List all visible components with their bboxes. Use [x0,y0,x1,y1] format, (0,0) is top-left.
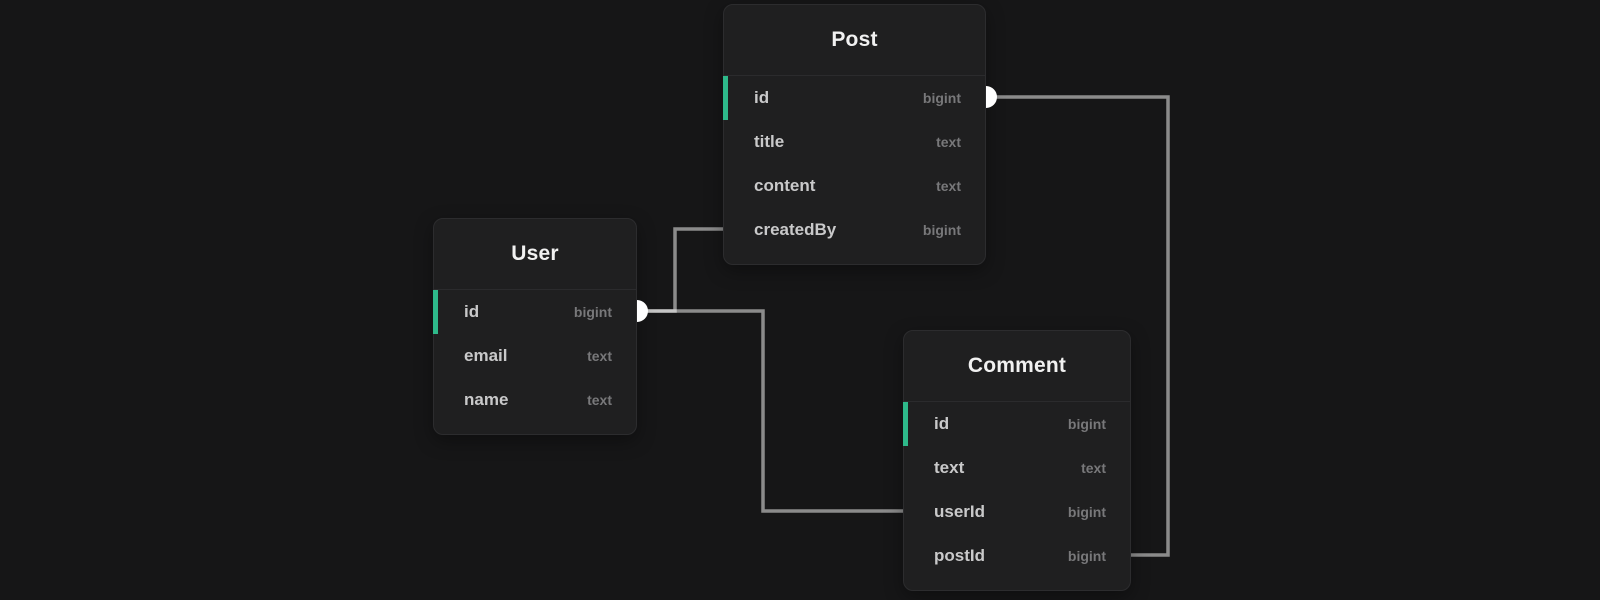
table-row-post-createdby[interactable]: createdBy bigint [724,208,985,252]
column-name: id [934,414,950,433]
column-name: text [934,458,965,477]
connection-handle-post-id[interactable] [986,86,997,108]
column-name: email [464,346,508,365]
connection-handle-user-id[interactable] [637,300,648,322]
table-row-post-id[interactable]: id bigint [723,76,985,120]
column-type: bigint [573,304,612,320]
table-card-post[interactable]: Post id bigint title text content text createdB… [723,4,986,265]
column-name: id [754,88,770,107]
table-row-comment-postid[interactable]: postId bigint [904,534,1130,578]
column-name: id [464,302,480,321]
table-row-post-title[interactable]: title text [724,120,985,164]
column-type: text [587,392,612,408]
column-type: text [936,134,961,150]
table-title: Comment [967,354,1067,377]
table-header-user[interactable]: User [434,219,636,290]
column-name: userId [934,502,986,521]
primary-key-indicator [903,402,908,446]
column-type: text [936,178,961,194]
relation-edge-post-id-comment-postid[interactable] [984,95,1170,557]
column-type: text [1081,460,1106,476]
relation-edge-user-id-post-createdby[interactable] [635,227,724,313]
table-header-comment[interactable]: Comment [904,331,1130,402]
column-name: title [754,132,785,151]
column-type: text [587,348,612,364]
table-row-user-name[interactable]: name text [434,378,636,422]
table-row-comment-text[interactable]: text text [904,446,1130,490]
primary-key-indicator [433,290,438,334]
table-title: Post [831,28,878,51]
table-rows: id bigint email text name text [433,290,636,434]
column-type: bigint [1067,504,1106,520]
table-header-post[interactable]: Post [724,5,985,76]
column-type: bigint [1067,548,1106,564]
column-name: postId [934,546,985,565]
table-row-user-id[interactable]: id bigint [433,290,636,334]
column-type: bigint [922,222,961,238]
table-row-comment-userid[interactable]: userId bigint [904,490,1130,534]
primary-key-indicator [723,76,728,120]
table-rows: id bigint title text content text createdBy big… [723,76,985,264]
column-name: name [464,390,509,409]
table-row-user-email[interactable]: email text [434,334,636,378]
column-type: bigint [1067,416,1106,432]
table-row-comment-id[interactable]: id bigint [903,402,1130,446]
column-name: content [754,176,816,195]
column-name: createdBy [754,220,837,239]
table-card-user[interactable]: User id bigint email text name text [433,218,637,435]
table-rows: id bigint text text userId bigint postId bigint [903,402,1130,590]
column-type: bigint [922,90,961,106]
relation-edge-user-id-comment-userid[interactable] [635,309,904,513]
table-title: User [511,242,559,265]
table-row-post-content[interactable]: content text [724,164,985,208]
